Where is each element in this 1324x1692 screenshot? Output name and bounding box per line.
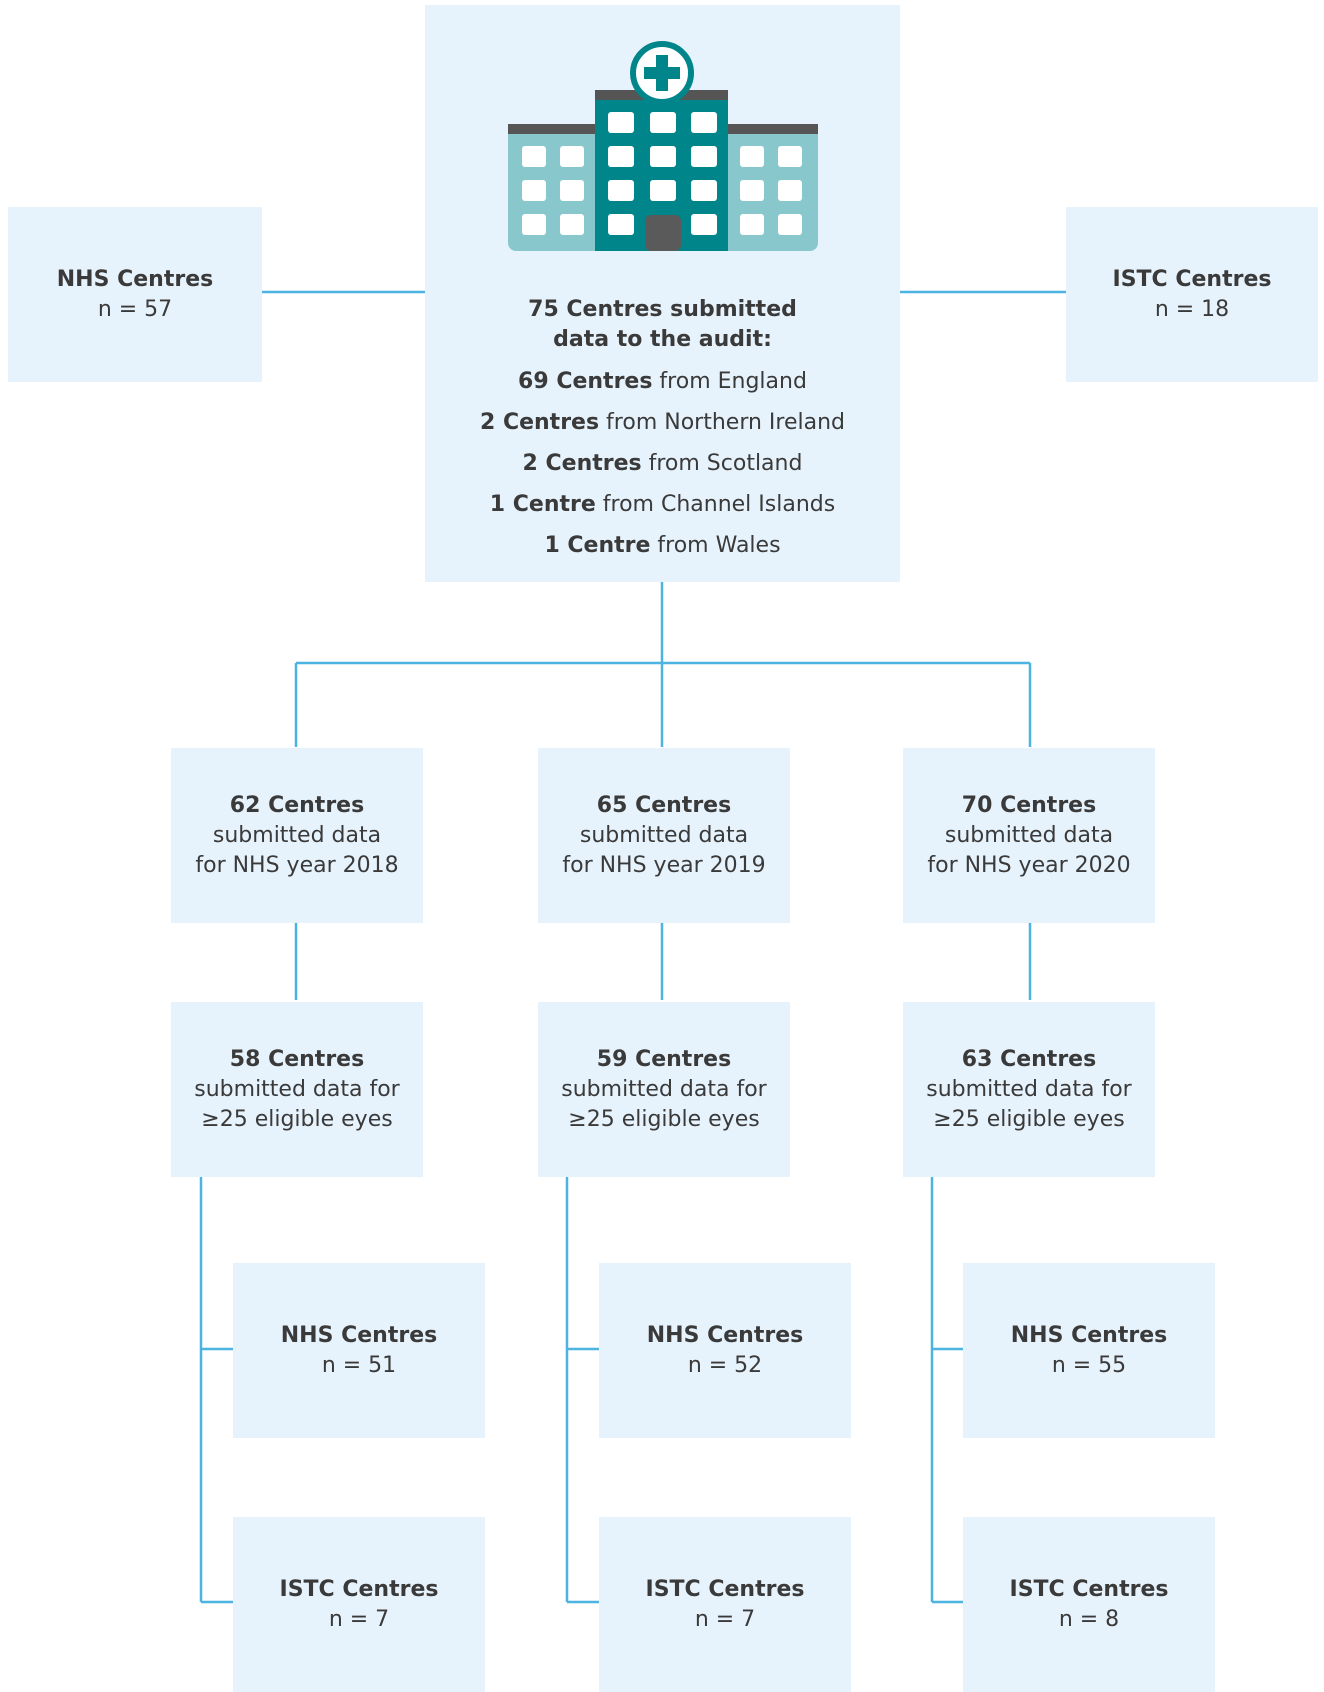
istc-total-box: ISTC Centres n = 18 (1066, 207, 1318, 382)
year-nhs-box: NHS Centres n = 51 (233, 1263, 485, 1438)
year-istc-box: ISTC Centres n = 8 (963, 1517, 1215, 1692)
origin-text: from Scotland (641, 451, 803, 476)
origin-text: from Northern Ireland (599, 410, 845, 435)
eligible-count: 58 Centres (229, 1046, 365, 1072)
eligible-criteria: ≥25 eligible eyes (933, 1106, 1125, 1132)
origin-item: 69 Centres from England (518, 361, 807, 402)
istc-title: ISTC Centres (645, 1576, 805, 1602)
submitted-count: 70 Centres (961, 792, 1097, 818)
istc-total-title: ISTC Centres (1112, 266, 1272, 292)
origin-count: 1 Centre (489, 492, 596, 517)
origin-count: 2 Centres (522, 451, 642, 476)
eligible-text: submitted data for (561, 1076, 767, 1102)
nhs-total-count: n = 57 (97, 296, 173, 322)
year-submitted-box: 62 Centres submitted data for NHS year 2… (171, 748, 423, 923)
submitted-year: for NHS year 2018 (195, 852, 399, 878)
year-eligible-box: 58 Centres submitted data for ≥25 eligib… (171, 1002, 423, 1177)
nhs-total-box: NHS Centres n = 57 (8, 207, 262, 382)
origin-text: from Channel Islands (595, 492, 836, 517)
origin-item: 2 Centres from Northern Ireland (480, 402, 845, 443)
origin-item: 1 Centre from Channel Islands (490, 484, 835, 525)
submitted-year: for NHS year 2020 (927, 852, 1131, 878)
eligible-criteria: ≥25 eligible eyes (568, 1106, 760, 1132)
nhs-title: NHS Centres (646, 1322, 804, 1348)
origin-count: 69 Centres (518, 369, 653, 394)
year-eligible-box: 59 Centres submitted data for ≥25 eligib… (538, 1002, 790, 1177)
year-eligible-box: 63 Centres submitted data for ≥25 eligib… (903, 1002, 1155, 1177)
year-nhs-box: NHS Centres n = 52 (599, 1263, 851, 1438)
nhs-count: n = 52 (687, 1352, 763, 1378)
origin-item: 2 Centres from Scotland (523, 443, 803, 484)
submitted-text: submitted data (944, 822, 1114, 848)
submitted-count: 62 Centres (229, 792, 365, 818)
origin-item: 1 Centre from Wales (544, 525, 780, 566)
submitted-year: for NHS year 2019 (562, 852, 766, 878)
nhs-title: NHS Centres (280, 1322, 438, 1348)
istc-count: n = 7 (328, 1606, 390, 1632)
nhs-title: NHS Centres (1010, 1322, 1168, 1348)
total-heading-line1: 75 Centres submitted (528, 297, 797, 322)
istc-count: n = 7 (694, 1606, 756, 1632)
submitted-count: 65 Centres (596, 792, 732, 818)
hospital-building-icon (508, 41, 818, 251)
year-istc-box: ISTC Centres n = 7 (599, 1517, 851, 1692)
submitted-text: submitted data (579, 822, 749, 848)
origin-text: from Wales (650, 533, 781, 558)
nhs-count: n = 51 (321, 1352, 397, 1378)
nhs-count: n = 55 (1051, 1352, 1127, 1378)
year-nhs-box: NHS Centres n = 55 (963, 1263, 1215, 1438)
istc-count: n = 8 (1058, 1606, 1120, 1632)
origin-text: from England (652, 369, 807, 394)
istc-total-count: n = 18 (1154, 296, 1230, 322)
year-istc-box: ISTC Centres n = 7 (233, 1517, 485, 1692)
eligible-text: submitted data for (926, 1076, 1132, 1102)
nhs-total-title: NHS Centres (56, 266, 214, 292)
istc-title: ISTC Centres (279, 1576, 439, 1602)
istc-title: ISTC Centres (1009, 1576, 1169, 1602)
year-submitted-box: 65 Centres submitted data for NHS year 2… (538, 748, 790, 923)
origin-count: 2 Centres (479, 410, 600, 435)
origin-count: 1 Centre (544, 533, 651, 558)
total-heading-line2: data to the audit: (553, 327, 772, 352)
year-submitted-box: 70 Centres submitted data for NHS year 2… (903, 748, 1155, 923)
eligible-criteria: ≥25 eligible eyes (201, 1106, 393, 1132)
eligible-count: 59 Centres (596, 1046, 732, 1072)
eligible-count: 63 Centres (961, 1046, 1097, 1072)
eligible-text: submitted data for (194, 1076, 400, 1102)
submitted-text: submitted data (212, 822, 382, 848)
